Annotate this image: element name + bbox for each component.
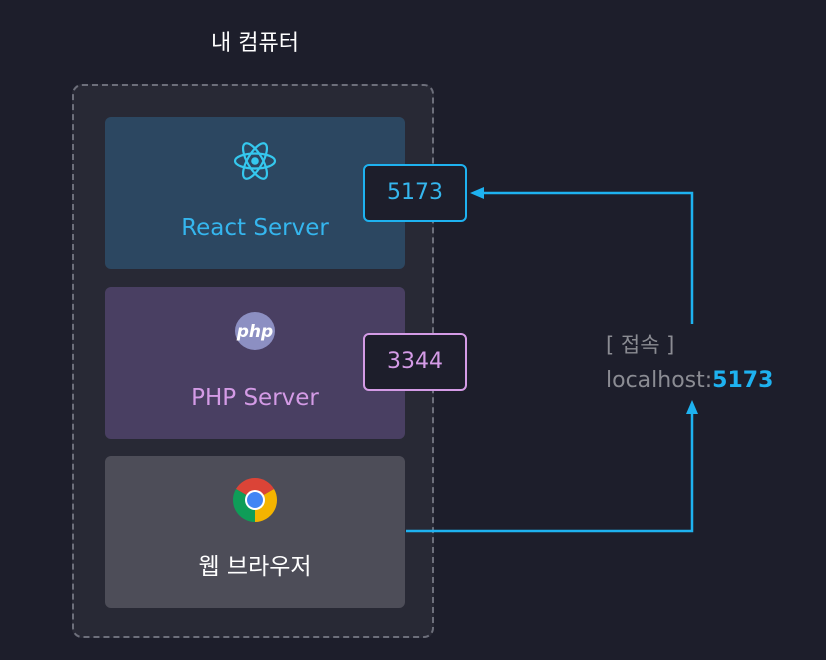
- access-arrowhead: [686, 400, 698, 414]
- php-server-label: PHP Server: [191, 385, 319, 411]
- access-host: localhost:: [606, 368, 713, 393]
- react-port-badge: 5173: [363, 164, 467, 222]
- browser-to-access-line: [406, 410, 694, 533]
- web-browser-label: 웹 브라우저: [198, 554, 312, 580]
- php-icon: php: [233, 309, 277, 353]
- access-to-react-line: [484, 191, 694, 324]
- access-label: [ 접속 ]: [606, 333, 675, 357]
- php-port-badge: 3344: [363, 333, 467, 391]
- web-browser-box: 웹 브라우저: [105, 456, 405, 608]
- react-port-arrowhead: [470, 187, 484, 199]
- computer-title: 내 컴퓨터: [211, 31, 299, 56]
- access-url: localhost:5173: [606, 366, 773, 396]
- access-port: 5173: [712, 368, 774, 393]
- php-server-box: php PHP Server: [105, 287, 405, 439]
- react-icon: [233, 139, 277, 183]
- react-server-box: React Server: [105, 117, 405, 269]
- php-icon-text: php: [236, 322, 273, 342]
- chrome-icon: [233, 478, 277, 522]
- react-server-label: React Server: [181, 215, 329, 241]
